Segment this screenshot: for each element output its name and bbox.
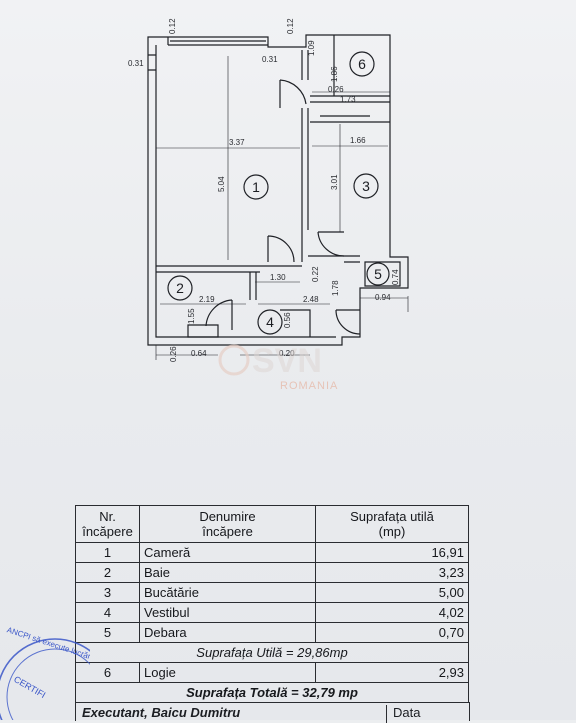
outer-wall-outline bbox=[147, 34, 409, 346]
table-row: 2 Baie 3,23 bbox=[75, 562, 469, 583]
row-area: 0,70 bbox=[315, 622, 469, 643]
partition-1-3 bbox=[301, 50, 309, 262]
shaft bbox=[187, 324, 219, 338]
row-name: Baie bbox=[139, 562, 316, 583]
row-nr: 3 bbox=[75, 582, 140, 603]
dim-301: 3.01 bbox=[330, 174, 339, 190]
room-5-number: 5 bbox=[374, 266, 382, 282]
room-6-circle bbox=[349, 51, 375, 77]
dim-031-right: 0.31 bbox=[262, 55, 278, 64]
partition-6 bbox=[310, 95, 390, 103]
watermark-sub: ROMANIA bbox=[280, 380, 338, 392]
dim-178: 1.78 bbox=[331, 280, 340, 296]
dim-504: 5.04 bbox=[217, 176, 226, 192]
door-arc-5 bbox=[205, 299, 233, 330]
room-3-circle bbox=[353, 173, 379, 199]
room-1-circle bbox=[243, 174, 269, 200]
ext-lines bbox=[155, 296, 409, 360]
room-6-number: 6 bbox=[358, 56, 366, 72]
window-top bbox=[167, 37, 268, 46]
certification-stamp: ANCPI să execute lucrări CERTIFI bbox=[0, 625, 90, 720]
table-row: 5 Debara 0,70 bbox=[75, 622, 469, 643]
table-row: 3 Bucătărie 5,00 bbox=[75, 582, 469, 603]
row-area: 16,91 bbox=[315, 542, 469, 563]
row-name: Logie bbox=[139, 662, 316, 683]
row-name: Bucătărie bbox=[139, 582, 316, 603]
dim-012-right: 0.12 bbox=[286, 18, 295, 34]
door-arc-1 bbox=[279, 79, 307, 108]
dim-155: 1.55 bbox=[187, 308, 196, 324]
stamp-sub: CERTIFI bbox=[12, 674, 47, 700]
door-arc-4 bbox=[335, 309, 361, 335]
dim-109: 1.09 bbox=[307, 40, 316, 56]
dim-056: 0.56 bbox=[283, 312, 292, 328]
row-name: Vestibul bbox=[139, 602, 316, 623]
vest-detail bbox=[280, 309, 311, 337]
watermark-logo: SVN bbox=[252, 342, 322, 380]
row-area: 4,02 bbox=[315, 602, 469, 623]
room-4-circle bbox=[257, 309, 283, 335]
watermark: SVN ROMANIA bbox=[218, 342, 338, 392]
table-row: 6 Logie 2,93 bbox=[75, 662, 469, 683]
dim-337: 3.37 bbox=[229, 138, 245, 147]
door-arc-2 bbox=[267, 235, 295, 263]
room-5-circle bbox=[366, 262, 390, 286]
dim-074: 0.74 bbox=[391, 269, 400, 285]
row-nr: 1 bbox=[75, 542, 140, 563]
useful-total-row: Suprafața Utilă = 29,86mp bbox=[75, 642, 469, 663]
table-row: 1 Cameră 16,91 bbox=[75, 542, 469, 563]
dim-219: 2.19 bbox=[199, 295, 215, 304]
room-4-number: 4 bbox=[266, 314, 274, 330]
executant-name: Executant, Baicu Dumitru bbox=[82, 705, 241, 720]
dim-012-left: 0.12 bbox=[168, 18, 177, 34]
row-area: 3,23 bbox=[315, 562, 469, 583]
partition-kitchen bbox=[308, 255, 360, 263]
door-arc-3 bbox=[317, 231, 345, 257]
grand-total: Suprafața Totală = 32,79 mp bbox=[75, 682, 469, 703]
row-name: Debara bbox=[139, 622, 316, 643]
row-nr: 2 bbox=[75, 562, 140, 583]
inner-wall-line bbox=[155, 45, 336, 338]
dim-094: 0.94 bbox=[375, 293, 391, 302]
dim-064: 0.64 bbox=[191, 349, 207, 358]
debara-outline bbox=[364, 261, 401, 287]
wall-notch bbox=[148, 54, 156, 71]
dim-022: 0.22 bbox=[311, 266, 320, 282]
useful-total: Suprafața Utilă = 29,86mp bbox=[75, 642, 469, 663]
partition-bath-vest bbox=[249, 272, 257, 300]
dim-020: 0.20 bbox=[279, 349, 295, 358]
room-2-circle bbox=[167, 275, 193, 301]
dim-173: 1.73 bbox=[340, 95, 356, 104]
row-area: 5,00 bbox=[315, 582, 469, 603]
dim-130: 1.30 bbox=[270, 273, 286, 282]
row-area: 2,93 bbox=[315, 662, 469, 683]
dim-026-bottom: 0.26 bbox=[169, 346, 178, 362]
header-area: Suprafața utilă(mp) bbox=[315, 505, 469, 543]
room-1-number: 1 bbox=[252, 179, 260, 195]
room-3-number: 3 bbox=[362, 178, 370, 194]
dim-026-top: 0.26 bbox=[328, 85, 344, 94]
executant-row: Executant, Baicu Dumitru Data bbox=[75, 702, 470, 723]
dim-248: 2.48 bbox=[303, 295, 319, 304]
dim-166: 1.66 bbox=[350, 136, 366, 145]
room-2-number: 2 bbox=[176, 280, 184, 296]
table-row: 4 Vestibul 4,02 bbox=[75, 602, 469, 623]
header-nr: Nr.încăpere bbox=[75, 505, 140, 543]
partition-bath bbox=[156, 265, 302, 273]
row-nr: 4 bbox=[75, 602, 140, 623]
watermark-logo-icon bbox=[218, 344, 250, 376]
dim-031-left: 0.31 bbox=[128, 59, 144, 68]
data-label: Data bbox=[386, 705, 420, 723]
row-name: Cameră bbox=[139, 542, 316, 563]
dim-186: 1.86 bbox=[330, 66, 339, 82]
grand-total-row: Suprafața Totală = 32,79 mp bbox=[75, 682, 469, 703]
kitchen-window bbox=[310, 115, 390, 123]
